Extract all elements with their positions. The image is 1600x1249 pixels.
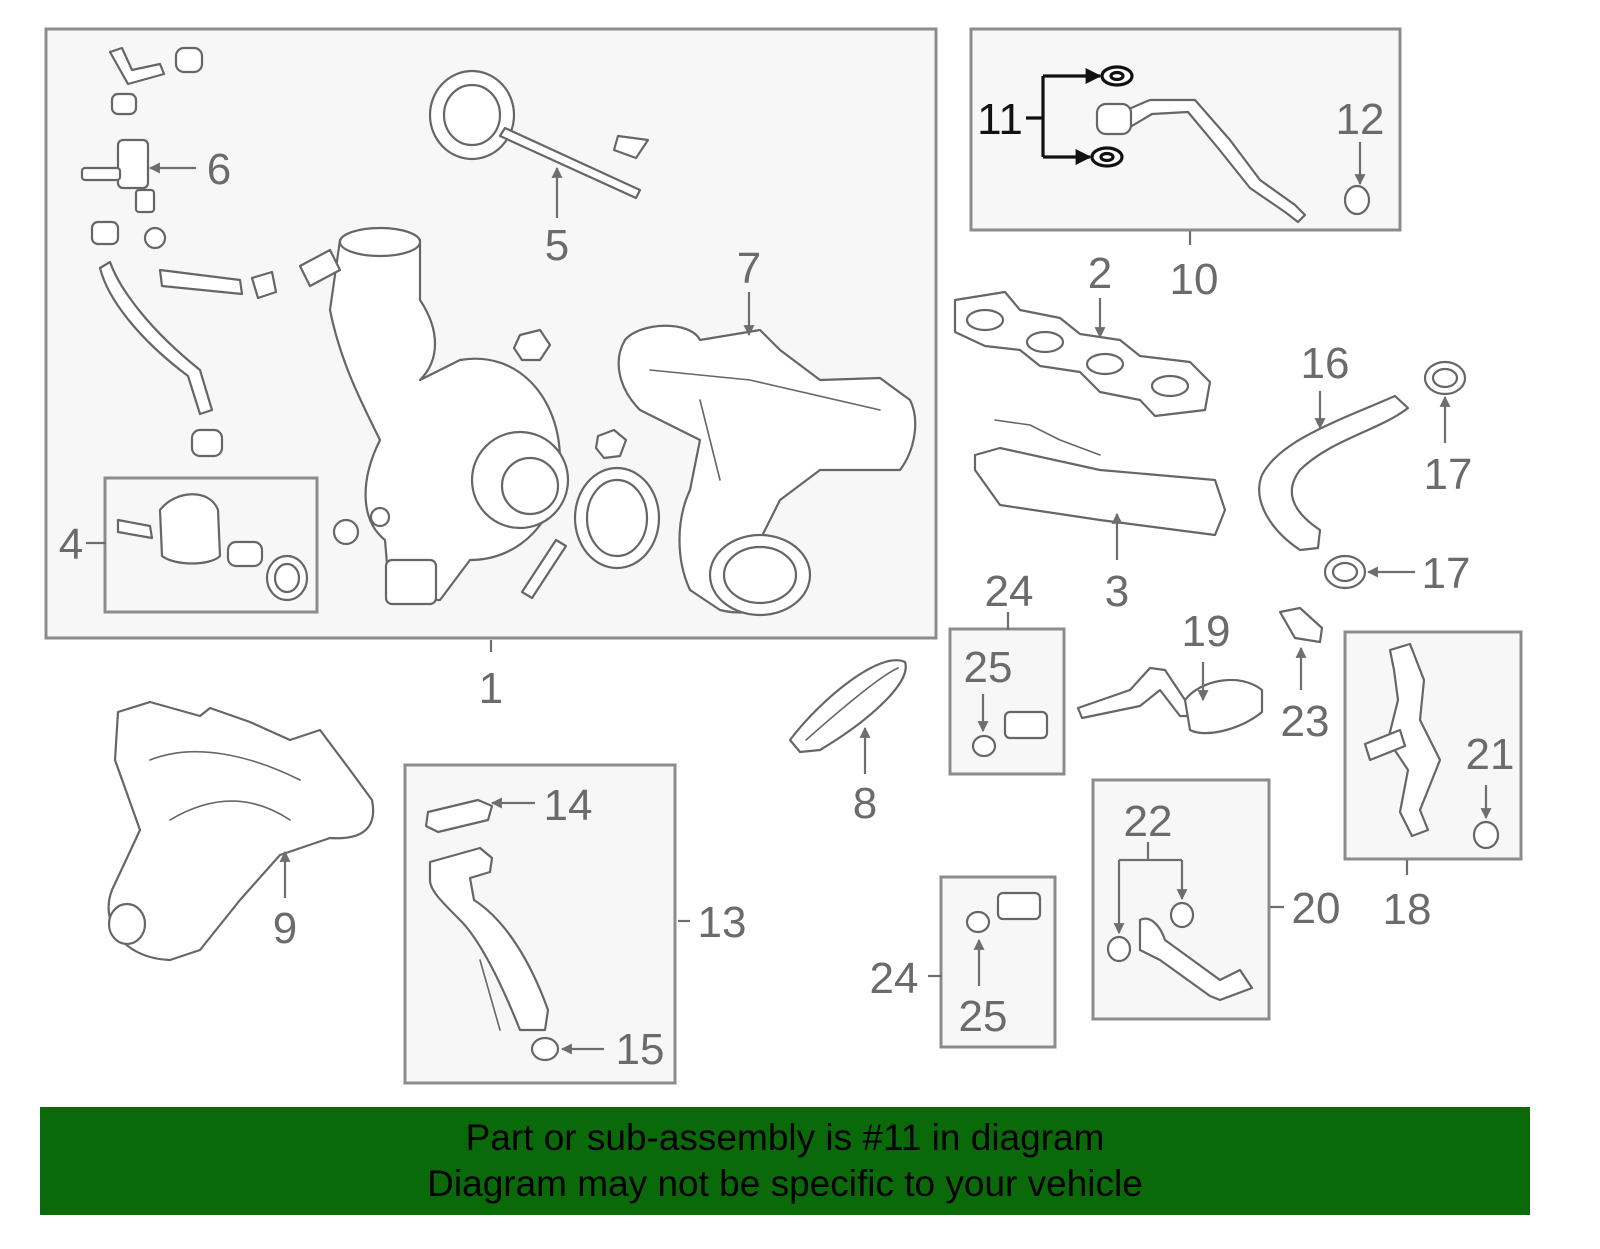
part-3-gasket xyxy=(973,419,1227,537)
callout-10: 10 xyxy=(1170,255,1219,304)
part-11-washers-highlighted xyxy=(1090,65,1134,168)
info-banner: Part or sub-assembly is #11 in diagram D… xyxy=(40,1107,1530,1215)
part-5-wastegate-actuator xyxy=(428,69,650,200)
callout-6: 6 xyxy=(207,145,231,194)
callout-20: 20 xyxy=(1292,884,1341,933)
callout-23: 23 xyxy=(1281,697,1330,746)
callout-16: 16 xyxy=(1301,339,1350,388)
callout-25-lower: 25 xyxy=(959,992,1008,1041)
banner-line-1: Part or sub-assembly is #11 in diagram xyxy=(465,1117,1105,1158)
callout-24-lower: 24 xyxy=(870,954,919,1003)
callout-18: 18 xyxy=(1383,885,1432,934)
part-10-oil-feed-pipe xyxy=(1095,98,1371,224)
callout-25-upper: 25 xyxy=(964,643,1013,692)
part-4-housing-assy xyxy=(116,493,309,602)
callout-21: 21 xyxy=(1466,730,1515,779)
highlight-leader-11 xyxy=(1026,68,1102,165)
callout-5: 5 xyxy=(545,221,569,270)
part-17-clamp-lower xyxy=(1323,554,1367,590)
part-14-gasket xyxy=(424,798,494,834)
callout-13: 13 xyxy=(698,898,747,947)
callout-4: 4 xyxy=(59,520,83,569)
part-6-vacuum-solenoid xyxy=(80,46,278,458)
part-13-oil-return-pipe xyxy=(428,846,550,1032)
leaders xyxy=(86,142,1492,1055)
callout-17-lower: 17 xyxy=(1422,549,1471,598)
part-7-exhaust-manifold xyxy=(617,324,917,617)
callout-17-upper: 17 xyxy=(1424,450,1473,499)
callout-2: 2 xyxy=(1088,249,1112,298)
callout-15: 15 xyxy=(616,1025,665,1074)
callout-24-upper: 24 xyxy=(985,567,1034,616)
banner-line-2: Diagram may not be specific to your vehi… xyxy=(427,1163,1143,1204)
part-23-clip xyxy=(1278,606,1324,644)
part-25-sensor-upper xyxy=(971,710,1049,758)
callout-14: 14 xyxy=(544,781,593,830)
part-1-turbocharger xyxy=(298,226,661,606)
part-16-hose xyxy=(1258,394,1410,552)
callout-7: 7 xyxy=(737,244,761,293)
part-25-sensor-lower xyxy=(965,891,1042,934)
callout-3: 3 xyxy=(1105,567,1129,616)
part-15-o-ring xyxy=(530,1036,560,1062)
group-box-24-upper xyxy=(948,627,1066,776)
part-22-washer-left xyxy=(1106,935,1132,963)
part-21-o-ring xyxy=(1472,820,1500,850)
callout-12: 12 xyxy=(1336,95,1385,144)
part-20-coolant-pipe xyxy=(1138,917,1254,1002)
part-22-washer-right xyxy=(1169,901,1195,929)
part-8-seal xyxy=(788,659,907,754)
part-19-coolant-pipe xyxy=(1076,666,1264,735)
callout-22: 22 xyxy=(1124,797,1173,846)
callout-8: 8 xyxy=(853,779,877,828)
part-18-coolant-pipe-assy xyxy=(1363,642,1442,838)
part-17-clamp-upper xyxy=(1423,360,1467,396)
callout-1: 1 xyxy=(479,664,503,713)
part-9-heat-shield xyxy=(107,700,375,962)
callout-9: 9 xyxy=(273,904,297,953)
callout-19: 19 xyxy=(1182,607,1231,656)
callout-11-highlighted: 11 xyxy=(977,95,1023,144)
part-2-manifold-gasket xyxy=(953,290,1212,418)
